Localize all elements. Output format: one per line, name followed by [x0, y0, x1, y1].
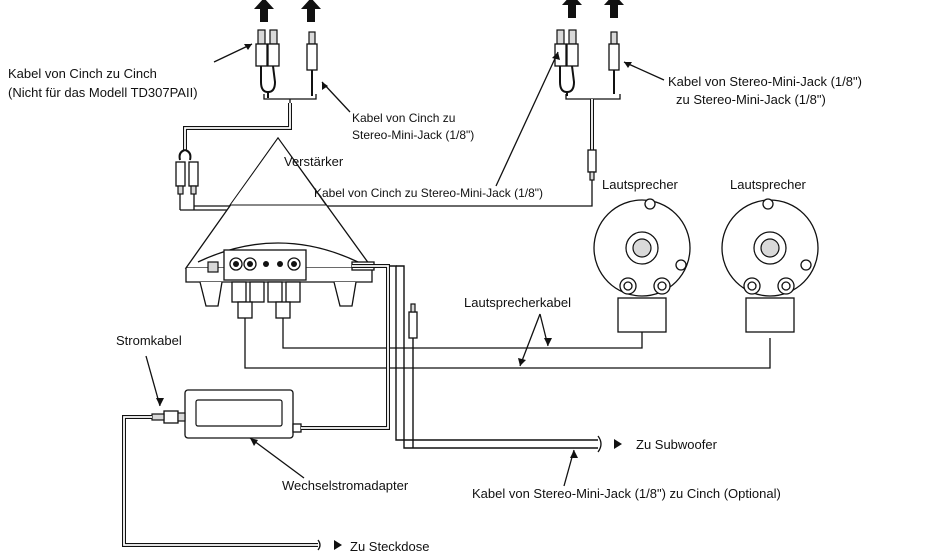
label-to-subwoofer: Zu Subwoofer: [636, 437, 718, 452]
label-ac-adapter: Wechselstromadapter: [282, 478, 409, 493]
rca-plugs-amp: [175, 149, 199, 195]
speaker-right-label: Lautsprecher: [730, 177, 807, 192]
label-cinch-minijack-mid: Kabel von Cinch zu Stereo-Mini-Jack (1/8…: [314, 186, 543, 200]
amplifier-label: Verstärker: [284, 154, 344, 169]
label-cinch-cinch-2: (Nicht für das Modell TD307PAII): [8, 85, 198, 100]
speaker-left-label: Lautsprecher: [602, 177, 679, 192]
amplifier: [184, 136, 374, 319]
rca-rca-cable-top-right: [554, 29, 579, 96]
minijack-plug-top-right: [608, 31, 620, 94]
label-to-outlet: Zu Steckdose: [350, 539, 430, 554]
label-cinch-cinch-1: Kabel von Cinch zu Cinch: [8, 66, 157, 81]
source-arrows: [254, 0, 624, 22]
label-cinch-minijack-top-1: Kabel von Cinch zu: [352, 111, 455, 125]
leader-lines: [145, 43, 665, 487]
label-minijack-minijack-1: Kabel von Stereo-Mini-Jack (1/8"): [668, 74, 862, 89]
speaker-right: [721, 198, 819, 333]
speaker-left: [593, 198, 691, 333]
label-cinch-minijack-top-2: Stereo-Mini-Jack (1/8"): [352, 128, 474, 142]
label-minijack-minijack-2: zu Stereo-Mini-Jack (1/8"): [676, 92, 826, 107]
label-power-cable: Stromkabel: [116, 333, 182, 348]
minijack-plug-top-left: [306, 31, 318, 96]
label-speaker-cable: Lautsprecherkabel: [464, 295, 571, 310]
ac-adapter: [151, 264, 390, 439]
rca-rca-cable-top: [255, 29, 280, 98]
label-minijack-cinch-optional: Kabel von Stereo-Mini-Jack (1/8") zu Cin…: [472, 486, 781, 501]
